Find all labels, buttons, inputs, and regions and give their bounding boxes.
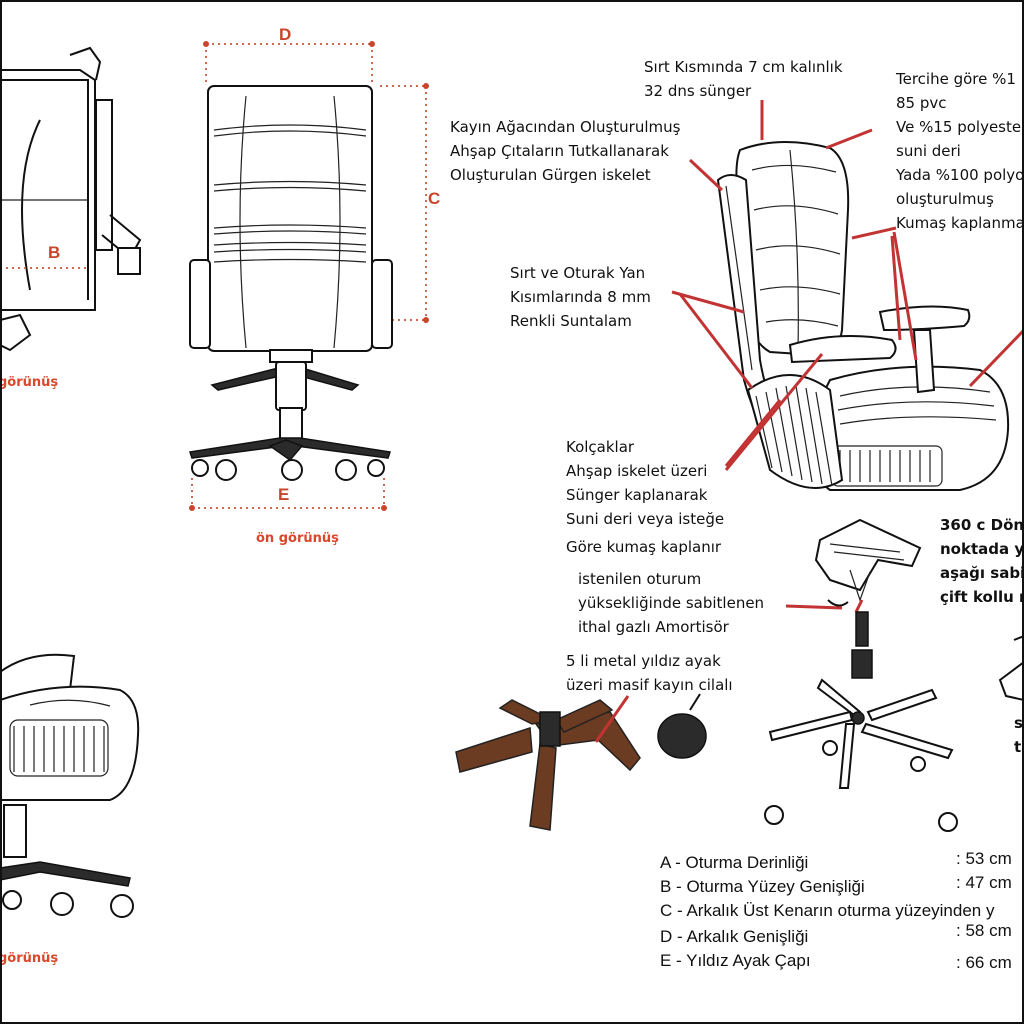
dim-letter-c: C bbox=[428, 189, 440, 208]
cropped-part-drawing bbox=[998, 635, 1024, 702]
mechanism-plate-drawing bbox=[814, 518, 922, 613]
callout-armrests-line-5: Göre kumaş kaplanır bbox=[566, 538, 722, 556]
spec-value: : 47 cm bbox=[956, 873, 1012, 892]
spec-value: : 58 cm bbox=[956, 921, 1012, 940]
spec-row: B - Oturma Yüzey Genişliği : 47 cm bbox=[660, 873, 1012, 896]
callout-back-foam-line-2: 32 dns sünger bbox=[644, 82, 752, 100]
exploded-chair-drawing bbox=[716, 141, 1010, 491]
callout-frame-line-3: Oluşturulan Gürgen iskelet bbox=[450, 166, 651, 184]
callout-gas-lift-line-1: istenilen oturum bbox=[578, 570, 701, 588]
dim-letter-d: D bbox=[279, 25, 291, 44]
side-view-drawing bbox=[0, 46, 142, 352]
side-view-caption: görünüş bbox=[0, 375, 58, 390]
callout-gas-lift-line-2: yüksekliğinde sabitlenen bbox=[578, 594, 764, 612]
callout-side-panels-line-2: Kısımlarında 8 mm bbox=[510, 288, 651, 306]
callout-armrests: Kolçaklar Ahşap iskelet üzeri Sünger kap… bbox=[566, 438, 724, 556]
callout-misc-s: s bbox=[1014, 714, 1023, 732]
spec-label: B - Oturma Yüzey Genişliği bbox=[660, 877, 865, 896]
leader-lines bbox=[671, 100, 1024, 610]
callout-upholstery-line-4: suni deri bbox=[896, 142, 961, 160]
callout-upholstery-line-5: Yada %100 polyo bbox=[895, 166, 1024, 184]
spec-table: A - Oturma Derinliği : 53 cm B - Oturma … bbox=[660, 849, 1012, 972]
callout-mechanism-line-2: noktada y bbox=[940, 540, 1024, 558]
callout-armrests-line-2: Ahşap iskelet üzeri bbox=[566, 462, 707, 480]
callout-frame: Kayın Ağacından Oluşturulmuş Ahşap Çıtal… bbox=[450, 118, 681, 184]
callout-side-panels-line-3: Renkli Suntalam bbox=[510, 312, 632, 330]
spec-row: A - Oturma Derinliği : 53 cm bbox=[660, 849, 1012, 872]
spec-label: A - Oturma Derinliği bbox=[660, 853, 808, 872]
callout-side-panels: Sırt ve Oturak Yan Kısımlarında 8 mm Ren… bbox=[510, 264, 651, 330]
callout-back-foam: Sırt Kısmında 7 cm kalınlık 32 dns sünge… bbox=[644, 58, 843, 100]
spec-value: : 53 cm bbox=[956, 849, 1012, 868]
spec-label: D - Arkalık Genişliği bbox=[660, 927, 808, 946]
wood-star-base-drawing bbox=[455, 693, 707, 831]
callout-upholstery-line-3: Ve %15 polyeste bbox=[896, 118, 1021, 136]
callout-upholstery-line-1: Tercihe göre %1 bbox=[895, 70, 1016, 88]
spec-row: D - Arkalık Genişliği : 58 cm bbox=[660, 921, 1012, 946]
spec-row: E - Yıldız Ayak Çapı : 66 cm bbox=[660, 951, 1012, 972]
callout-upholstery: Tercihe göre %1 85 pvc Ve %15 polyeste s… bbox=[895, 70, 1024, 232]
callout-gas-lift: istenilen oturum yüksekliğinde sabitlene… bbox=[578, 570, 764, 636]
callout-upholstery-line-7: Kumaş kaplanma bbox=[896, 214, 1024, 232]
callout-mechanism-line-4: çift kollu m bbox=[940, 588, 1024, 606]
callout-armrests-line-1: Kolçaklar bbox=[566, 438, 635, 456]
spec-label: C - Arkalık Üst Kenarın oturma yüzeyinde… bbox=[660, 901, 995, 920]
front-view-drawing bbox=[189, 41, 429, 512]
dim-letter-b: B bbox=[48, 243, 60, 262]
callout-mechanism-line-1: 360 c Dön bbox=[940, 516, 1024, 534]
callout-side-panels-line-1: Sırt ve Oturak Yan bbox=[510, 264, 645, 282]
spec-row: C - Arkalık Üst Kenarın oturma yüzeyinde… bbox=[660, 901, 995, 920]
callout-back-foam-line-1: Sırt Kısmında 7 cm kalınlık bbox=[644, 58, 843, 76]
callout-star-base: 5 li metal yıldız ayak üzeri masif kayın… bbox=[566, 652, 733, 694]
callout-misc: s t bbox=[1014, 714, 1023, 756]
callout-misc-t: t bbox=[1014, 738, 1021, 756]
callout-upholstery-line-6: oluşturulmuş bbox=[896, 190, 994, 208]
callout-armrests-line-4: Suni deri veya isteğe bbox=[566, 510, 724, 528]
callout-mechanism: 360 c Dön noktada y aşağı sabi çift koll… bbox=[940, 516, 1024, 606]
callout-star-base-line-1: 5 li metal yıldız ayak bbox=[566, 652, 721, 670]
callout-star-base-line-2: üzeri masif kayın cilalı bbox=[566, 676, 733, 694]
callout-frame-line-2: Ahşap Çıtaların Tutkallanarak bbox=[450, 142, 669, 160]
callout-frame-line-1: Kayın Ağacından Oluşturulmuş bbox=[450, 118, 681, 136]
dim-letter-e: E bbox=[278, 485, 289, 504]
bottom-left-chair-drawing bbox=[0, 653, 140, 918]
callout-armrests-line-3: Sünger kaplanarak bbox=[566, 486, 708, 504]
spec-value: : 66 cm bbox=[956, 953, 1012, 972]
callout-gas-lift-line-3: ithal gazlı Amortisör bbox=[578, 618, 730, 636]
front-view-caption: ön görünüş bbox=[256, 531, 339, 546]
bottom-view-caption: görünüş bbox=[0, 951, 58, 966]
callout-mechanism-line-3: aşağı sabi bbox=[940, 564, 1024, 582]
spec-label: E - Yıldız Ayak Çapı bbox=[660, 951, 811, 970]
callout-upholstery-line-2: 85 pvc bbox=[896, 94, 947, 112]
exploded-base-drawing bbox=[764, 611, 958, 832]
